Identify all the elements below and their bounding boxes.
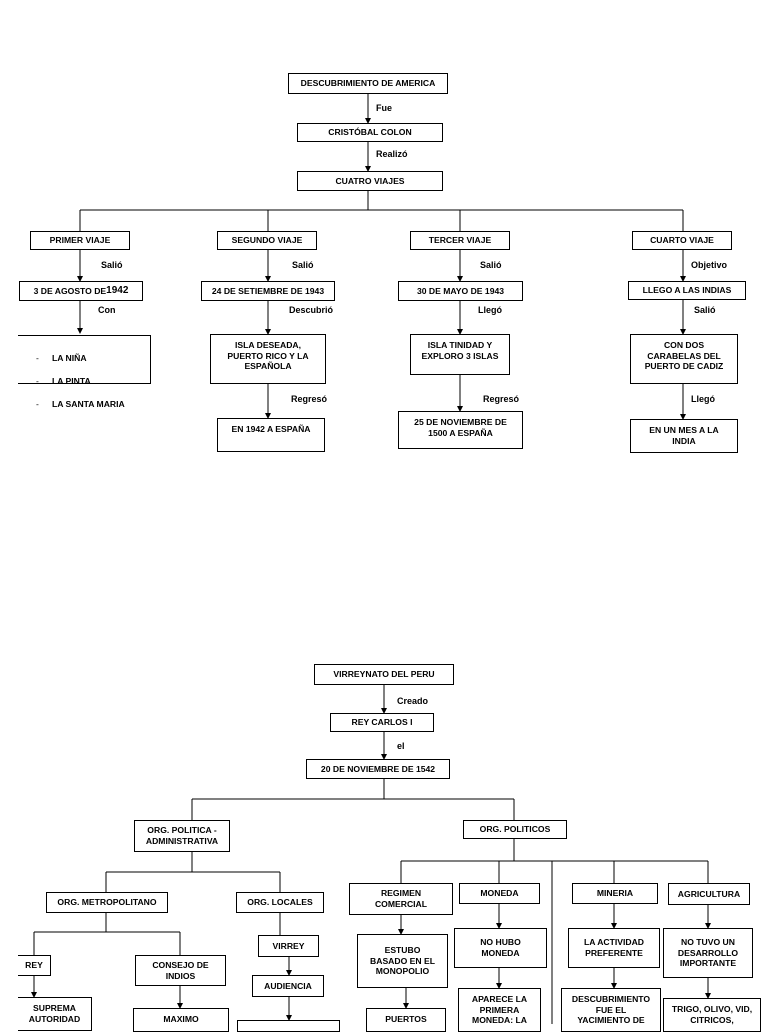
link-viaje2-descubrio: Descubrió [289, 305, 334, 315]
node-viaje1-carabelas: LA NIÑA LA PINTA LA SANTA MARIA [18, 335, 151, 410]
link-viaje4-salio: Salió [694, 305, 716, 315]
node-virreynato-peru: VIRREYNATO DEL PERU [314, 664, 454, 685]
node-regimen-comercial: REGIMEN COMERCIAL [349, 883, 453, 915]
node-segundo-viaje: SEGUNDO VIAJE [217, 231, 317, 250]
link-viaje2-regreso: Regresó [291, 394, 328, 404]
node-tercer-viaje: TERCER VIAJE [410, 231, 510, 250]
node-descubrimiento-yacimiento: DESCUBRIMIENTO FUE EL YACIMIENTO DE [561, 988, 661, 1032]
node-puertos: PUERTOS [366, 1008, 446, 1032]
node-viaje1-fecha: 3 DE AGOSTO DE 1942 [19, 281, 143, 301]
link-viaje4-objetivo: Objetivo [691, 260, 728, 270]
node-viaje3-fecha: 30 DE MAYO DE 1943 [398, 281, 523, 301]
node-aparece-moneda: APARECE LA PRIMERA MONEDA: LA [458, 988, 541, 1032]
ship-item: LA NIÑA [36, 352, 125, 365]
node-estubo-monopolio: ESTUBO BASADO EN EL MONOPOLIO [357, 934, 448, 988]
node-viaje4-india: EN UN MES A LA INDIA [630, 419, 738, 453]
node-descubrimiento-america: DESCUBRIMIENTO DE AMERICA [288, 73, 448, 94]
node-fecha-virreynato: 20 DE NOVIEMBRE DE 1542 [306, 759, 450, 779]
node-org-politicos: ORG. POLITICOS [463, 820, 567, 839]
node-mineria: MINERIA [572, 883, 658, 904]
node-no-tuvo-desarrollo: NO TUVO UN DESARROLLO IMPORTANTE [663, 928, 753, 978]
node-viaje2-fecha: 24 DE SETIEMBRE DE 1943 [201, 281, 335, 301]
node-no-hubo-moneda: NO HUBO MONEDA [454, 928, 547, 968]
link-viaje3-salio: Salió [480, 260, 502, 270]
node-actividad-preferente: LA ACTIVIDAD PREFERENTE [568, 928, 660, 968]
link-realizo: Realizó [376, 149, 408, 159]
node-viaje4-carabelas: CON DOS CARABELAS DEL PUERTO DE CADIZ [630, 334, 738, 384]
node-audiencia: AUDIENCIA [252, 975, 324, 997]
ship-item: LA PINTA [36, 375, 125, 388]
link-viaje3-llego: Llegó [478, 305, 502, 315]
node-consejo-indios: CONSEJO DE INDIOS [135, 955, 226, 986]
viaje1-date-text: 3 DE AGOSTO DE [33, 285, 107, 296]
node-org-locales: ORG. LOCALES [236, 892, 324, 913]
node-org-metropolitano: ORG. METROPOLITANO [46, 892, 168, 913]
node-virrey: VIRREY [258, 935, 319, 957]
link-viaje3-regreso: Regresó [483, 394, 520, 404]
node-rey: REY [18, 955, 51, 976]
link-viaje1-salio: Salió [101, 260, 123, 270]
link-creado: Creado [397, 696, 429, 706]
node-org-locales-child [237, 1020, 340, 1032]
ships-list: LA NIÑA LA PINTA LA SANTA MARIA [36, 341, 125, 421]
node-maximo: MAXIMO [133, 1008, 229, 1032]
link-fue: Fue [376, 103, 393, 113]
node-viaje2-regreso: EN 1942 A ESPAÑA [217, 418, 325, 452]
node-cristobal-colon: CRISTÓBAL COLON [297, 123, 443, 142]
node-cuarto-viaje: CUARTO VIAJE [632, 231, 732, 250]
node-cuatro-viajes: CUATRO VIAJES [297, 171, 443, 191]
link-viaje4-llego: Llegó [691, 394, 715, 404]
node-viaje3-isla: ISLA TINIDAD Y EXPLORO 3 ISLAS [410, 334, 510, 375]
ship-item: LA SANTA MARIA [36, 398, 125, 411]
node-viaje3-regreso: 25 DE NOVIEMBRE DE 1500 A ESPAÑA [398, 411, 523, 449]
node-primer-viaje: PRIMER VIAJE [30, 231, 130, 250]
link-el: el [397, 741, 405, 751]
node-org-politica-administrativa: ORG. POLITICA - ADMINISTRATIVA [134, 820, 230, 852]
node-rey-carlos: REY CARLOS I [330, 713, 434, 732]
node-suprema-autoridad: SUPREMA AUTORIDAD [18, 997, 92, 1031]
node-viaje2-descubrimiento: ISLA DESEADA, PUERTO RICO Y LA ESPAÑOLA [210, 334, 326, 384]
node-moneda: MONEDA [459, 883, 540, 904]
viaje1-date-year: 1942 [106, 284, 129, 296]
node-cultivos: TRIGO, OLIVO, VID, CITRICOS, [663, 998, 761, 1032]
link-viaje2-salio: Salió [292, 260, 314, 270]
link-viaje1-con: Con [98, 305, 116, 315]
node-agricultura: AGRICULTURA [668, 883, 750, 905]
node-viaje4-objetivo: LLEGO A LAS INDIAS [628, 281, 746, 300]
